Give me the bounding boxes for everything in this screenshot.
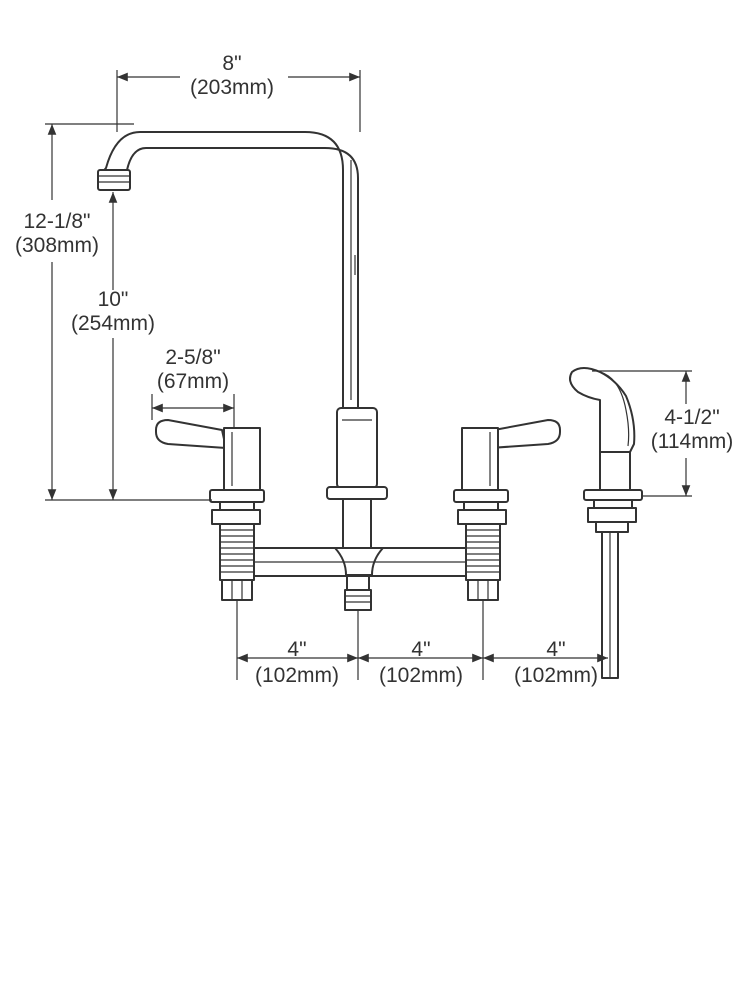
spout-height-metric: (254mm) — [71, 312, 155, 335]
side-sprayer — [569, 367, 643, 679]
overall-height-metric: (308mm) — [15, 234, 99, 257]
spacing-right-metric: (102mm) — [514, 664, 598, 687]
spout-reach-imperial: 8" — [222, 52, 241, 75]
overall-height-imperial: 12-1/8" — [24, 210, 91, 233]
spacing-left-metric: (102mm) — [255, 664, 339, 687]
spacing-center-metric: (102mm) — [379, 664, 463, 687]
dimension-lines — [45, 70, 692, 680]
handle-length-imperial: 2-5/8" — [165, 346, 220, 369]
spacing-center-imperial: 4" — [411, 638, 430, 661]
left-valve — [155, 419, 265, 601]
sprayer-height-imperial: 4-1/2" — [664, 406, 719, 429]
dimension-labels: 8" (203mm) 12-1/8" (308mm) 10" (254mm) 2… — [15, 52, 733, 687]
handle-length-metric: (67mm) — [157, 370, 229, 393]
spacing-left-imperial: 4" — [287, 638, 306, 661]
spout-height-imperial: 10" — [98, 288, 129, 311]
right-valve — [453, 419, 561, 601]
spout-reach-metric: (203mm) — [190, 76, 274, 99]
spout — [97, 131, 359, 409]
spacing-right-imperial: 4" — [546, 638, 565, 661]
sprayer-height-metric: (114mm) — [651, 430, 733, 453]
waterway — [239, 547, 479, 577]
spout-base — [326, 407, 388, 558]
center-connector — [344, 575, 372, 611]
